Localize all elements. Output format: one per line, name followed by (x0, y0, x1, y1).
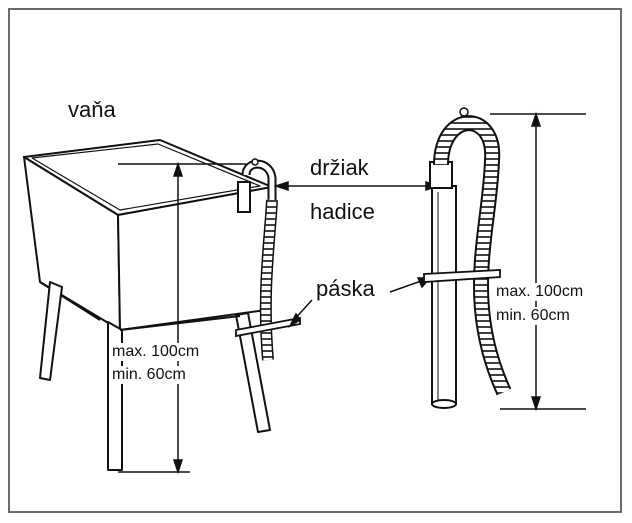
hose-holder-label-line1: držiak (310, 155, 369, 180)
hose-holder-label-line2: hadice (310, 199, 375, 224)
strap-label: páska (316, 276, 375, 301)
left-strap (235, 316, 301, 338)
right-strap (423, 269, 501, 283)
left-max-height-label: max. 100cm (112, 343, 200, 361)
right-hose (433, 107, 512, 396)
tub-label: vaňa (68, 97, 116, 122)
left-min-height-label: min. 60cm (112, 366, 186, 384)
holder-arrow (273, 180, 441, 192)
left-height-dimension (118, 161, 246, 475)
left-hose (237, 158, 278, 361)
wash-tub (23, 139, 273, 471)
right-max-height-label: max. 100cm (496, 283, 584, 301)
right-min-height-label: min. 60cm (496, 307, 570, 325)
right-height-dimension (490, 111, 586, 412)
standpipe (429, 161, 457, 409)
